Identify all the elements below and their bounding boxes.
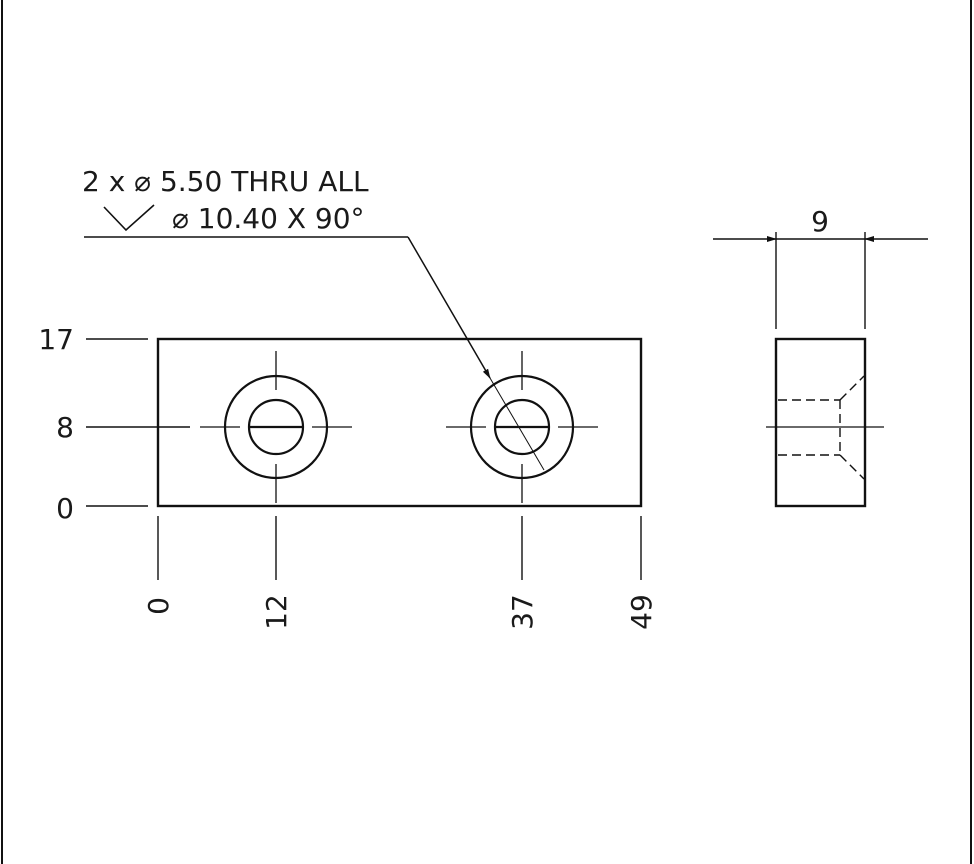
ordinate-x-37: 37 (506, 594, 539, 630)
thickness-value: 9 (811, 205, 829, 238)
hidden-hole-lines (778, 375, 865, 480)
ordinate-x-49: 49 (625, 594, 658, 630)
callout-line-1: 2 x ⌀ 5.50 THRU ALL (82, 165, 369, 198)
ordinate-y-0: 0 (56, 492, 74, 525)
thickness-dimension: 9 (713, 205, 928, 329)
callout-leader (84, 236, 545, 471)
horizontal-ordinates: 0 12 37 49 (142, 516, 658, 630)
ordinate-x-12: 12 (260, 594, 293, 630)
vertical-ordinates: 17 8 0 (38, 323, 190, 525)
hole-2 (446, 351, 598, 503)
ordinate-y-17: 17 (38, 323, 74, 356)
side-view: 9 (713, 205, 928, 508)
hole-callout: 2 x ⌀ 5.50 THRU ALL ⌀ 10.40 X 90° (82, 165, 545, 471)
side-outline (774, 337, 867, 508)
hole-1 (200, 351, 352, 503)
front-view: 17 8 0 0 12 37 49 (38, 323, 658, 630)
ordinate-x-0: 0 (142, 597, 175, 615)
countersink-symbol-icon (103, 204, 155, 232)
part-outline (156, 337, 643, 508)
ordinate-y-8: 8 (56, 411, 74, 444)
callout-line-2: ⌀ 10.40 X 90° (172, 202, 365, 235)
